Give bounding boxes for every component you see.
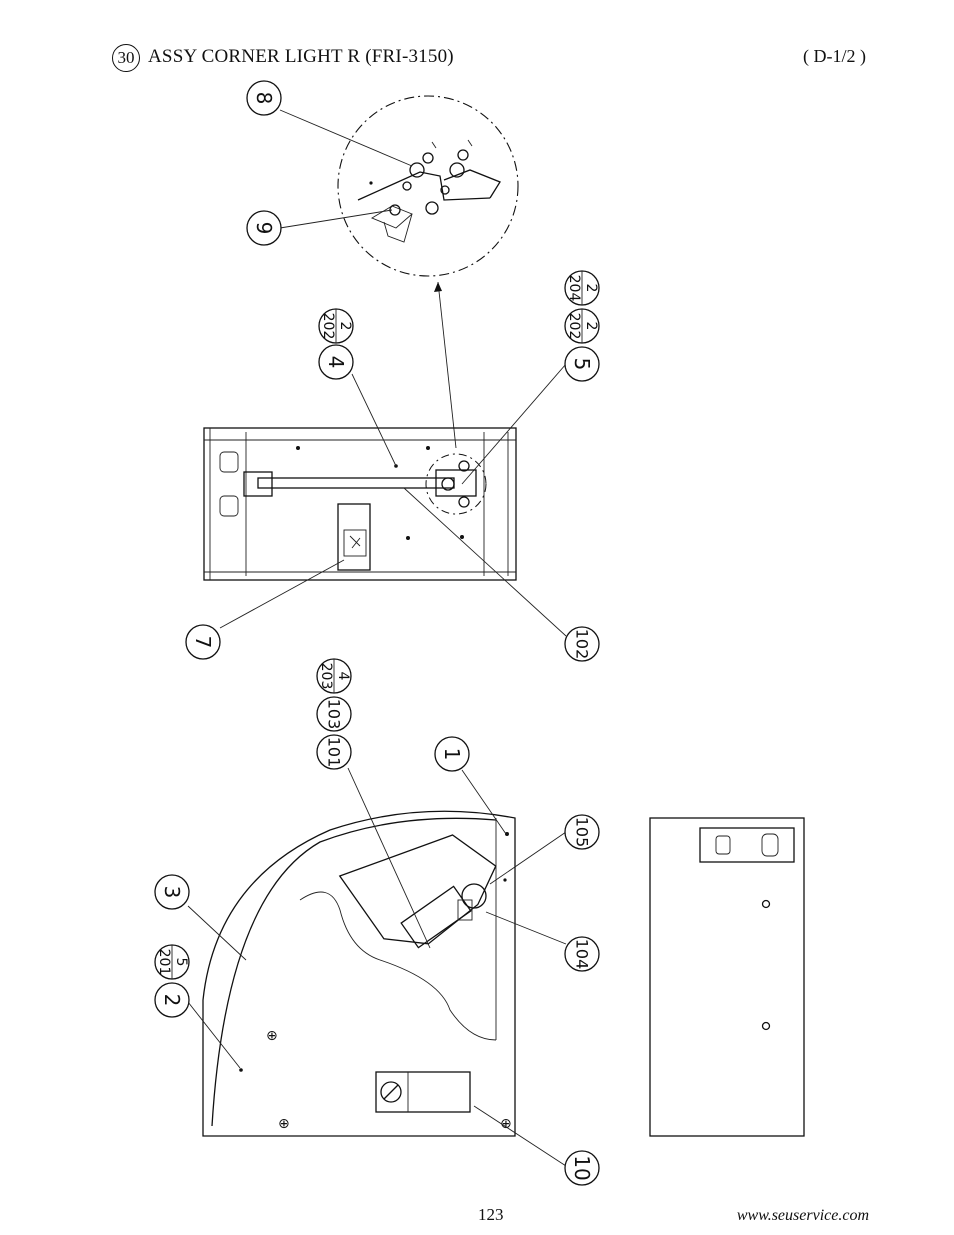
callout-2-sub-top: 201 xyxy=(156,949,172,976)
callout-label-105: 105 xyxy=(573,817,592,848)
callout-label-7: 7 xyxy=(191,636,215,649)
callout-4-sub: 202 2 xyxy=(318,308,354,344)
callout-104: 104 xyxy=(564,936,600,972)
callout-label-2: 2 xyxy=(160,994,184,1007)
footer-website: www.seuservice.com xyxy=(736,1207,869,1224)
corner-light-side-view: ⊕ ⊕ ⊕ xyxy=(202,810,516,1137)
callout-103-sub: 203 4 xyxy=(316,658,352,694)
callout-2-sub-bottom: 5 xyxy=(173,958,189,967)
callout-label-9: 9 xyxy=(252,222,276,235)
callout-105: 105 xyxy=(564,814,600,850)
detail-leader-line xyxy=(437,281,457,449)
callout-label-10: 10 xyxy=(570,1155,594,1180)
callout-4: 4 xyxy=(318,344,354,380)
callout-label-102: 102 xyxy=(573,629,592,660)
callout-4-sub-top: 202 xyxy=(320,313,336,340)
callout-103-sub-top: 203 xyxy=(318,663,334,690)
callout-2: 2 xyxy=(154,982,190,1018)
diagram-title: ASSY CORNER LIGHT R (FRI-3150) xyxy=(148,46,454,67)
section-number-badge: 30 xyxy=(112,44,140,72)
leader-lines xyxy=(187,109,567,1167)
callout-4-sub-bottom: 2 xyxy=(337,322,353,331)
callout-2-sub: 201 5 xyxy=(154,944,190,980)
callout-101: 101 xyxy=(316,734,352,770)
callout-5: 5 xyxy=(564,346,600,382)
page-number: 123 xyxy=(478,1205,504,1224)
callout-5-sub1: 202 2 xyxy=(564,308,600,344)
top-view-box xyxy=(649,817,805,1137)
sheet-reference: ( D-1/2 ) xyxy=(803,46,866,66)
svg-text:⊕: ⊕ xyxy=(278,1116,290,1132)
arrowhead xyxy=(434,282,442,292)
callout-label-104: 104 xyxy=(573,939,592,970)
callout-5-sub1-top: 202 xyxy=(566,313,582,340)
callout-label-103: 103 xyxy=(325,699,344,730)
detail-view-bracket xyxy=(337,95,519,277)
callout-7: 7 xyxy=(185,624,221,660)
rear-panel-view xyxy=(203,427,517,581)
svg-text:⊕: ⊕ xyxy=(266,1028,278,1044)
callout-5-sub2-bottom: 2 xyxy=(583,284,599,293)
callout-3: 3 xyxy=(154,874,190,910)
callout-label-1: 1 xyxy=(440,748,464,761)
callout-10: 10 xyxy=(564,1150,600,1186)
callout-5-sub2-top: 204 xyxy=(566,275,582,302)
svg-text:⊕: ⊕ xyxy=(500,1116,512,1132)
callout-label-3: 3 xyxy=(160,886,184,899)
callout-5-sub2: 204 2 xyxy=(564,270,600,306)
callout-5-sub1-bottom: 2 xyxy=(583,322,599,331)
callout-8: 8 xyxy=(246,80,282,116)
callout-label-5: 5 xyxy=(570,358,594,371)
callout-label-101: 101 xyxy=(325,737,344,768)
callout-102: 102 xyxy=(564,626,600,662)
callout-9: 9 xyxy=(246,210,282,246)
callout-103-sub-bottom: 4 xyxy=(335,672,351,681)
diagram-header: 30 ASSY CORNER LIGHT R (FRI-3150) ( D-1/… xyxy=(112,44,872,74)
callout-label-8: 8 xyxy=(252,92,276,105)
callout-1: 1 xyxy=(434,736,470,772)
callout-label-4: 4 xyxy=(324,356,348,369)
callout-103: 103 xyxy=(316,696,352,732)
